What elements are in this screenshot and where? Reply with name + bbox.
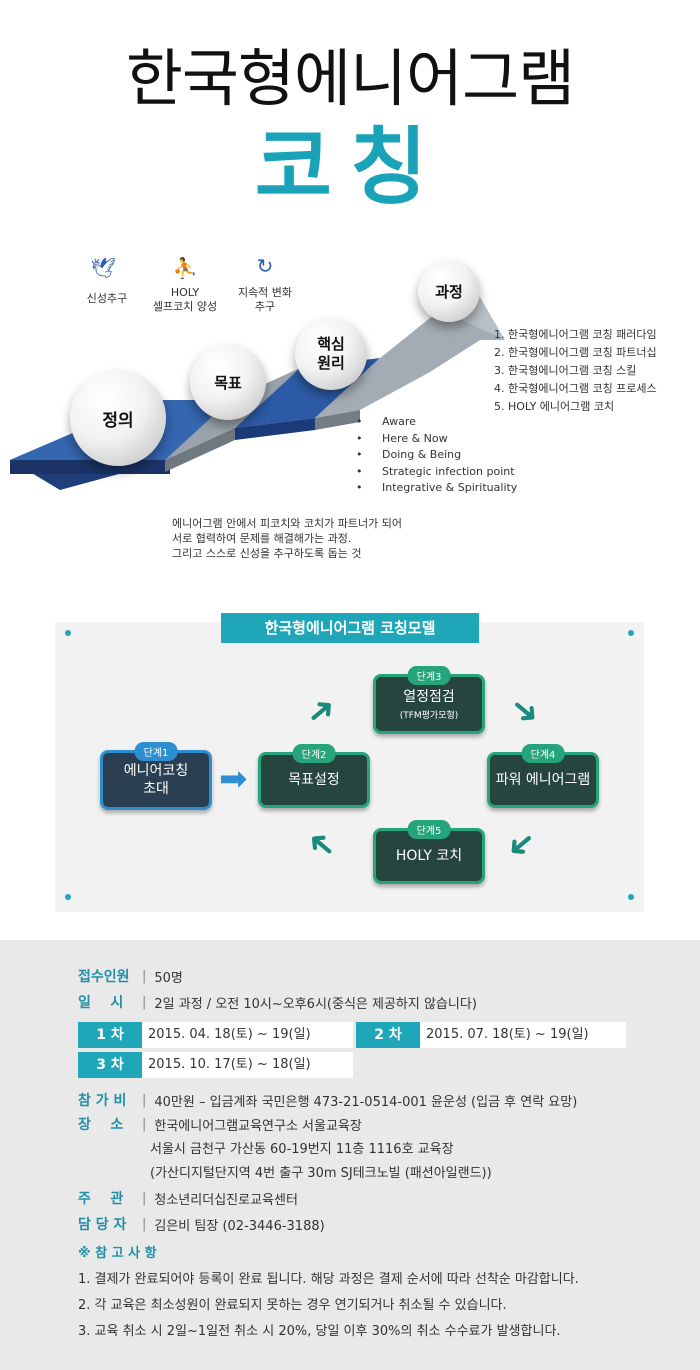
corner-dot [628, 630, 634, 636]
definition-text: 에니어그램 안에서 피코치와 코치가 파트너가 되어 서로 협력하여 문제를 해… [172, 517, 403, 560]
schedule-1: 1 차 2015. 04. 18(토) ~ 19(일) [78, 1022, 353, 1048]
cycle-arrow-icon: ➜ [497, 820, 546, 870]
list-item: Integrative & Spirituality [356, 480, 517, 497]
step-badge: 단계5 [407, 820, 451, 839]
list-item: Strategic infection point [356, 464, 517, 481]
host-row: 주 관 | 청소년리더십진로교육센터 [78, 1190, 298, 1208]
note-item: 3. 교육 취소 시 2일~1일전 취소 시 20%, 당일 이후 30%의 취… [78, 1324, 561, 1339]
cycle-arrow-icon: ➜ [297, 686, 346, 736]
sphere-process: 과정 [418, 260, 480, 322]
place-line-3: (가산디지털단지역 4번 출구 30m SJ테크노빌 (패션아일랜드)) [150, 1166, 492, 1181]
list-item: 2. 한국형에니어그램 코칭 파트너십 [494, 346, 657, 359]
corner-dot [65, 630, 71, 636]
cycle-icon: ↻ [256, 254, 274, 278]
cycle-arrow-icon: ➜ [501, 686, 550, 736]
corner-dot [65, 894, 71, 900]
icon-label: HOLY 셀프코치 양성 [152, 286, 218, 313]
page-subtitle: 코칭 [254, 118, 446, 216]
step-badge: 단계2 [292, 744, 336, 763]
note-item: 1. 결제가 완료되어야 등록이 완료 됩니다. 해당 과정은 결제 순서에 따… [78, 1272, 579, 1287]
schedule-2: 2 차 2015. 07. 18(토) ~ 19(일) [356, 1022, 626, 1048]
list-item: 1. 한국형에니어그램 코칭 패러다임 [494, 328, 657, 341]
sphere-core-principle: 핵심 원리 [295, 318, 367, 390]
coaching-diagram: 정의 목표 핵심 원리 과정 🕊 신성추구 ⛹ HOLY 셀프코치 양성 ↻ 지… [0, 240, 700, 600]
list-item: Aware [356, 414, 517, 431]
list-item: Here & Now [356, 431, 517, 448]
place-row: 장 소 | 한국에니어그램교육연구소 서울교육장 [78, 1116, 362, 1134]
contact-row: 담 당 자 | 김은비 팀장 (02-3446-3188) [78, 1216, 325, 1234]
list-item: Doing & Being [356, 447, 517, 464]
list-item: 4. 한국형에니어그램 코칭 프로세스 [494, 382, 657, 395]
step-5: 단계5 HOLY 코치 [373, 820, 485, 884]
schedule-3: 3 차 2015. 10. 17(토) ~ 18(일) [78, 1052, 353, 1078]
page-title: 한국형에니어그램 [125, 42, 575, 115]
step-4: 단계4 파워 에니어그램 [487, 744, 599, 808]
step-badge: 단계1 [134, 742, 178, 761]
date-row: 일 시 | 2일 과정 / 오전 10시~오후6시(중식은 제공하지 않습니다) [78, 994, 477, 1012]
sphere-definition: 정의 [70, 370, 166, 466]
place-line-2: 서울시 금천구 가산동 60-19번지 11층 1116호 교육장 [150, 1142, 454, 1157]
notes-title: ※ 참 고 사 항 [78, 1246, 157, 1261]
note-item: 2. 각 교육은 최소성원이 완료되지 못하는 경우 연기되거나 취소될 수 있… [78, 1298, 507, 1313]
model-title: 한국형에니어그램 코칭모델 [221, 613, 479, 643]
list-item: 5. HOLY 에니어그램 코치 [494, 400, 615, 413]
process-list: 1. 한국형에니어그램 코칭 패러다임 2. 한국형에니어그램 코칭 파트너십 … [494, 326, 657, 416]
step-3: 단계3 열정점검 (TFM평가모형) [373, 666, 485, 734]
step-1: 단계1 에니어코칭 초대 [100, 742, 212, 810]
info-section [0, 940, 700, 1370]
cycle-arrow-icon: ➜ [297, 820, 346, 870]
icon-label: 지속적 변화 추구 [237, 286, 293, 313]
capacity-row: 접수인원 | 50명 [78, 968, 183, 986]
step-2: 단계2 목표설정 [258, 744, 370, 808]
arrow-right-icon: ➡ [219, 759, 248, 799]
sphere-goal: 목표 [190, 344, 266, 420]
coaching-model-panel: 한국형에니어그램 코칭모델 단계1 에니어코칭 초대 ➡ 단계2 목표설정 단계… [55, 613, 644, 912]
step-badge: 단계4 [521, 744, 565, 763]
principle-list: Aware Here & Now Doing & Being Strategic… [356, 414, 517, 497]
dove-icon: 🕊 [90, 256, 116, 280]
corner-dot [628, 894, 634, 900]
icon-label: 신성추구 [86, 292, 128, 305]
person-icon: ⛹ [172, 256, 198, 280]
list-item: 3. 한국형에니어그램 코칭 스킬 [494, 364, 637, 377]
step-badge: 단계3 [407, 666, 451, 685]
fee-row: 참 가 비 | 40만원 – 입금계좌 국민은행 473-21-0514-001… [78, 1092, 578, 1110]
